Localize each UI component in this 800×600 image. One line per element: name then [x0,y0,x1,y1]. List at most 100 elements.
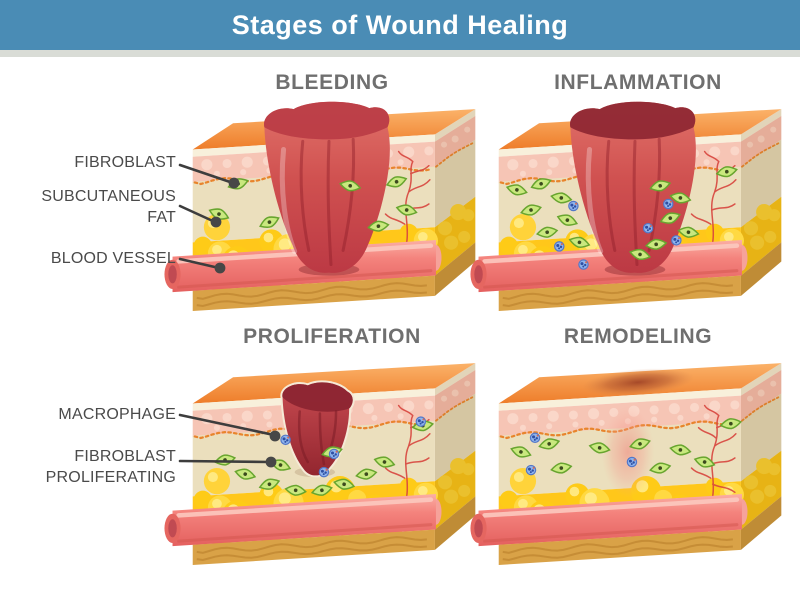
fibroblast-icon [520,204,542,216]
fibroblast-icon [510,446,532,458]
scar-fading-dermis [601,406,655,498]
fibroblast-icon [629,438,651,450]
rf-dermis [740,393,782,482]
skin-block-bleeding [164,101,476,311]
rf-cream [740,109,782,142]
label-text: FIBROBLAST [74,448,176,465]
blood-vessel [164,240,442,293]
fibroblast-icon [588,442,611,454]
rf-cream [434,363,476,396]
fibroblast-icon [536,226,559,238]
macrophage-icon [280,434,291,446]
fibroblast-icon [550,192,573,204]
right-face [434,363,476,550]
rf-dermis [434,393,476,482]
rf-base [434,496,476,550]
label-text: BLOOD VESSEL [50,250,176,267]
label-subcutaneous-fat: SUBCUTANEOUS FAT [0,186,176,228]
title-bar: Stages of Wound Healing [0,0,800,50]
macrophage-icon [626,456,638,468]
rf-base [740,496,782,550]
epidermis-cut-edge [498,388,741,411]
rf-base [434,242,476,296]
label-fibroblast: FIBROBLAST [0,152,176,173]
blood-vessel [164,494,442,547]
fibroblast-icon [333,478,356,490]
macrophage-icon [328,448,340,460]
fat-ball [203,467,231,495]
panel-title-remodeling: REMODELING [563,325,713,348]
label-text: MACROPHAGE [58,406,176,423]
fibroblast-icon [234,468,257,480]
macrophage-icon [663,198,674,210]
fibroblast-icon [715,166,738,178]
fibroblast-icon [258,478,281,490]
rf-cream [434,109,476,142]
macrophage-icon [318,466,330,478]
rf-base [740,242,782,296]
fibroblast-icon [355,468,378,480]
fat-ball [509,213,537,241]
rf-dermis [434,139,476,228]
label-text: FIBROBLAST [74,154,176,171]
scar-mark [581,368,695,397]
fibroblast-icon [373,456,396,468]
fibroblast-icon [649,462,672,474]
fibroblast-icon [284,484,307,496]
rf-cream [740,363,782,396]
panel-title-bleeding: BLEEDING [275,71,389,94]
fibroblast-icon [659,212,681,224]
right-face [740,109,782,296]
cells [213,416,434,496]
label-text: PROLIFERATING [45,469,176,486]
fibroblast-icon [649,180,672,192]
blood-clot [570,101,696,276]
fibroblast-icon [644,238,668,250]
fibroblast-icon [505,184,528,196]
panel-title-proliferation: PROLIFERATION [243,325,421,348]
fibroblast-icon [669,192,692,204]
macrophage-icon [671,235,682,246]
fibroblast-icon [719,418,743,430]
macrophage-icon [642,222,654,234]
fibroblast-icon [339,180,362,192]
macrophage-icon [568,200,579,212]
fibroblast-icon [629,248,652,261]
skin-block-proliferation [164,363,476,565]
macrophage-icon [578,259,589,270]
right-face [434,109,476,296]
label-fibroblast-proliferating: FIBROBLAST PROLIFERATING [0,446,176,488]
label-blood-vessel: BLOOD VESSEL [0,248,176,269]
fibroblast-icon [259,216,280,228]
label-text: SUBCUTANEOUS [41,188,176,205]
fibroblast-icon [530,178,552,190]
skin-block-remodeling [470,363,782,565]
skin-block-inflammation [470,101,782,311]
blood-vessel [470,494,748,547]
fibroblast-icon [550,462,573,474]
fibroblast-icon [568,236,591,248]
cells [510,418,743,476]
panel-title-inflammation: INFLAMMATION [554,71,722,94]
label-text: FAT [147,209,176,226]
fibroblast-icon [367,220,390,232]
fibroblast-icon [669,444,692,456]
fibroblast-icon [556,214,579,226]
fibroblast-icon [395,204,418,216]
fibroblast-icon [677,226,700,238]
macrophage-icon [529,432,541,444]
label-macrophage: MACROPHAGE [0,404,176,425]
macrophage-icon [415,416,427,427]
page-title: Stages of Wound Healing [231,9,569,40]
fibroblast-icon [693,456,716,468]
fibroblast-icon [385,176,408,188]
blood-clot [264,101,390,276]
fibroblast-icon [310,484,333,496]
right-face [740,363,782,550]
title-bar-underline [0,50,800,57]
macrophage-icon [554,241,565,252]
macrophage-icon [525,464,537,476]
fibroblast-icon [538,438,561,450]
cells [505,166,738,270]
